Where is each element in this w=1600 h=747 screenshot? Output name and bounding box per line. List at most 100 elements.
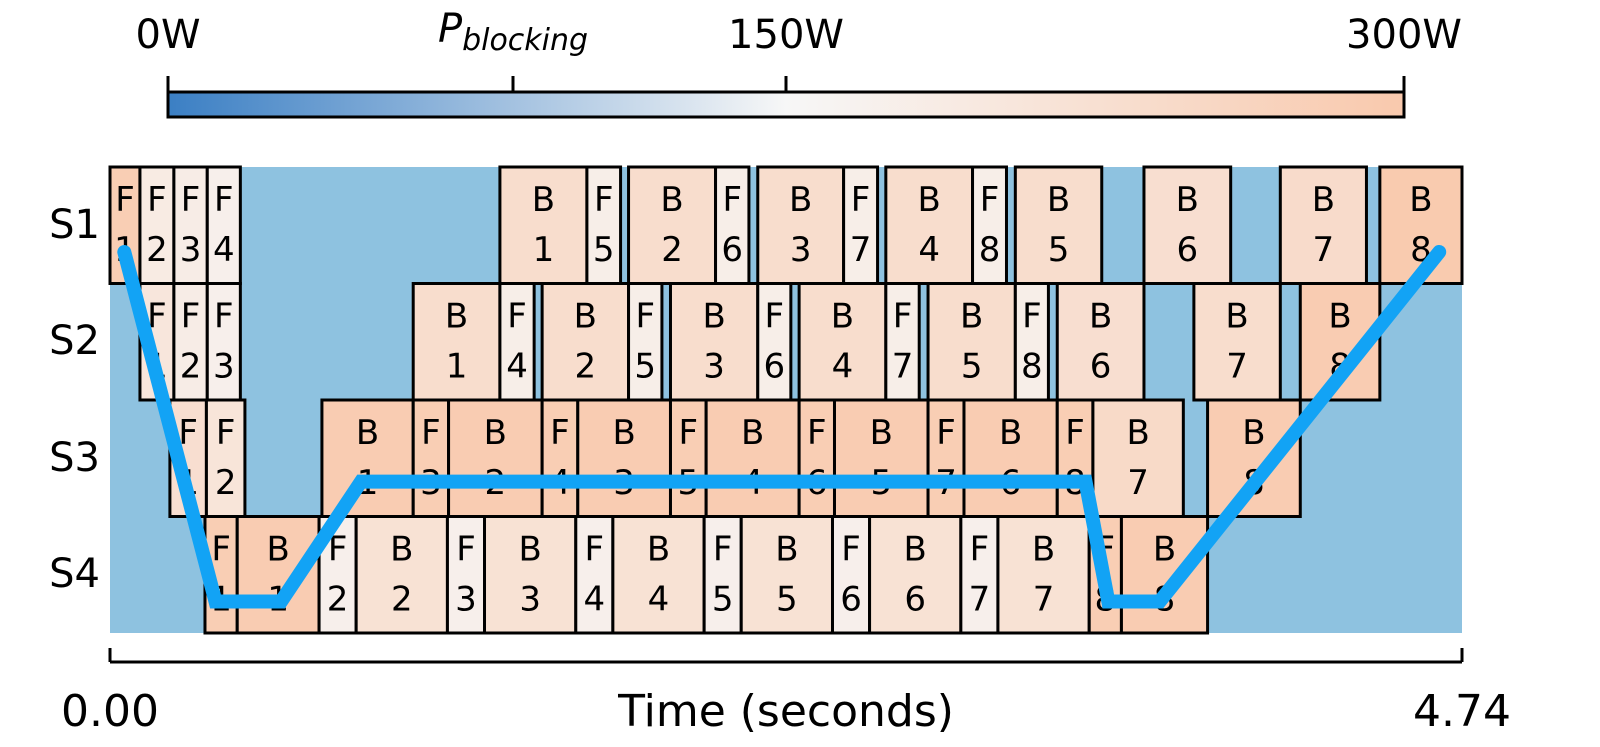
- block-kind-label: F: [214, 297, 234, 337]
- block-num-label: 2: [661, 230, 683, 270]
- block-num-label: 1: [446, 347, 468, 387]
- block-num-label: 3: [180, 230, 202, 270]
- block-kind-label: B: [789, 180, 812, 220]
- block-num-label: 2: [391, 580, 413, 620]
- block-rect: [205, 282, 242, 402]
- colorbar: 0W 150W 300W Pblocking: [136, 6, 1462, 119]
- block-num-label: 7: [1127, 463, 1149, 503]
- block-f7-s4: F7: [959, 515, 1000, 635]
- x-axis: 0.00 4.74 Time (seconds): [61, 648, 1511, 737]
- block-b7-s3: B7: [1091, 398, 1185, 518]
- block-rect: [704, 398, 801, 518]
- stage-label-s2: S2: [49, 318, 100, 364]
- block-f3-s2: F3: [205, 282, 242, 402]
- block-num-label: 5: [593, 230, 615, 270]
- block-num-label: 6: [1177, 230, 1199, 270]
- block-kind-label: F: [550, 413, 570, 453]
- block-num-label: 7: [1226, 347, 1248, 387]
- block-num-label: 4: [918, 230, 940, 270]
- block-kind-label: F: [147, 297, 167, 337]
- block-num-label: 7: [1313, 230, 1335, 270]
- block-kind-label: F: [841, 530, 861, 570]
- block-rect: [411, 398, 451, 518]
- block-rect: [205, 165, 242, 285]
- block-kind-label: B: [1409, 180, 1432, 220]
- block-f2-s1: F2: [138, 165, 176, 285]
- block-rect: [627, 165, 718, 285]
- block-kind-label: B: [1225, 297, 1248, 337]
- block-b2-s1: B2: [627, 165, 718, 285]
- block-kind-label: B: [1328, 297, 1351, 337]
- block-rect: [320, 398, 415, 518]
- block-rect: [1192, 282, 1282, 402]
- block-b1-s1: B1: [498, 165, 589, 285]
- block-b5-s1: B5: [1013, 165, 1104, 285]
- block-rect: [842, 165, 880, 285]
- block-rect: [411, 282, 502, 402]
- block-num-label: 5: [1048, 230, 1070, 270]
- block-b5-s4: B5: [739, 515, 834, 635]
- block-rect: [926, 398, 966, 518]
- block-kind-label: F: [214, 180, 234, 220]
- block-b4-s4: B4: [611, 515, 706, 635]
- blocks-layer: F1F2F3F4B1F5B2F6B3F7B4F8B5B6B7B8F1F2F3B1…: [108, 165, 1464, 635]
- colorbar-tick-label-300w: 300W: [1346, 12, 1462, 58]
- block-kind-label: F: [115, 180, 135, 220]
- colorbar-gradient: [166, 90, 1406, 119]
- block-num-label: 3: [790, 230, 812, 270]
- block-f6-s1: F6: [714, 165, 751, 285]
- block-num-label: 4: [506, 347, 528, 387]
- block-f6-s4: F6: [830, 515, 872, 635]
- block-kind-label: B: [660, 180, 683, 220]
- block-b4-s2: B4: [797, 282, 888, 402]
- block-num-label: 3: [455, 580, 477, 620]
- colorbar-title: Pblocking: [438, 6, 588, 58]
- block-kind-label: F: [1065, 413, 1085, 453]
- block-rect: [498, 165, 589, 285]
- block-f5-s4: F5: [702, 515, 743, 635]
- block-kind-label: F: [936, 413, 956, 453]
- block-f7-s3: F7: [926, 398, 966, 518]
- block-rect: [739, 515, 834, 635]
- block-b5-s3: B5: [832, 398, 930, 518]
- block-kind-label: F: [181, 297, 201, 337]
- block-rect: [702, 515, 743, 635]
- block-b3-s4: B3: [483, 515, 578, 635]
- block-rect: [668, 398, 708, 518]
- block-rect: [1091, 398, 1185, 518]
- block-kind-label: B: [266, 530, 289, 570]
- block-num-label: 4: [648, 580, 670, 620]
- block-rect: [540, 398, 580, 518]
- block-kind-label: F: [679, 413, 699, 453]
- block-kind-label: F: [807, 413, 827, 453]
- block-num-label: 6: [904, 580, 926, 620]
- block-b3-s2: B3: [668, 282, 760, 402]
- block-b5-s2: B5: [926, 282, 1017, 402]
- block-kind-label: B: [831, 297, 854, 337]
- block-b4-s1: B4: [884, 165, 975, 285]
- block-kind-label: F: [980, 180, 1000, 220]
- x-tick-label-end: 4.74: [1413, 686, 1511, 737]
- block-kind-label: F: [970, 530, 990, 570]
- block-kind-label: B: [999, 413, 1022, 453]
- block-num-label: 6: [721, 230, 743, 270]
- block-rect: [354, 515, 449, 635]
- block-rect: [447, 398, 544, 518]
- block-b8-s4: B8: [1119, 515, 1210, 635]
- block-f3-s3: F3: [411, 398, 451, 518]
- block-num-label: 4: [832, 347, 854, 387]
- block-kind-label: F: [713, 530, 733, 570]
- block-kind-label: B: [574, 297, 597, 337]
- critical-path-line: [117, 245, 1447, 609]
- block-b6-s3: B6: [962, 398, 1059, 518]
- block-kind-label: B: [741, 413, 764, 453]
- block-kind-label: B: [518, 530, 541, 570]
- x-axis-title: Time (seconds): [617, 686, 954, 737]
- block-kind-label: F: [765, 297, 785, 337]
- block-b7-s2: B7: [1192, 282, 1282, 402]
- block-b3-s3: B3: [576, 398, 672, 518]
- block-f2-s3: F2: [204, 398, 247, 518]
- block-f2-s2: F2: [172, 282, 209, 402]
- block-num-label: 6: [840, 580, 862, 620]
